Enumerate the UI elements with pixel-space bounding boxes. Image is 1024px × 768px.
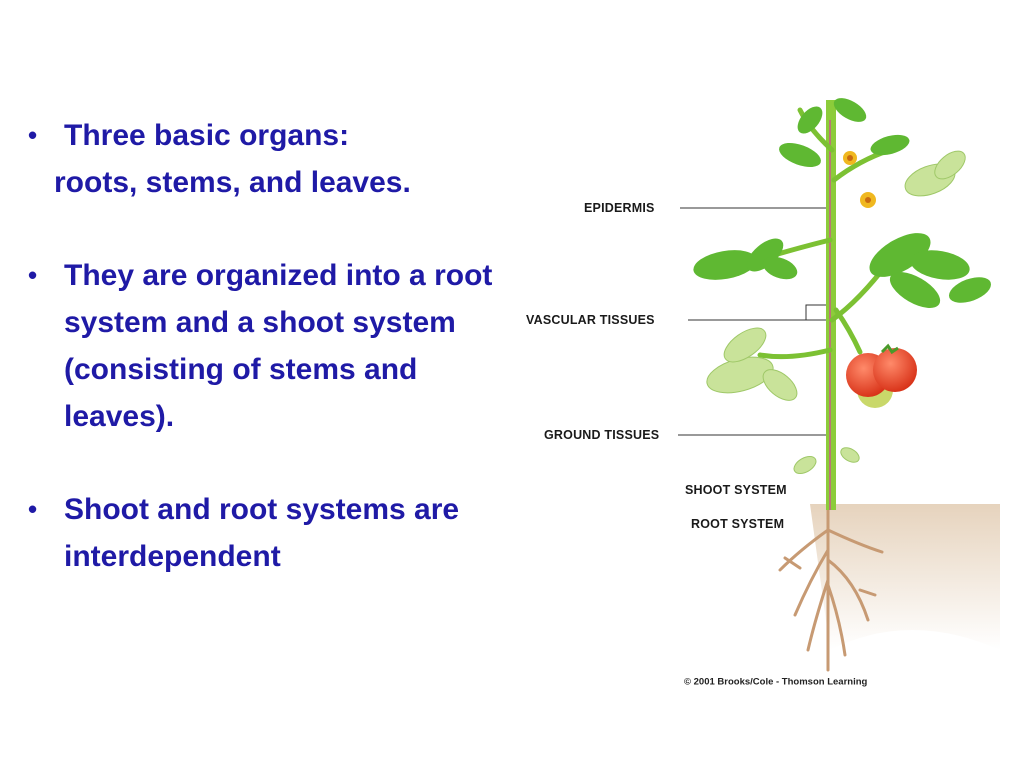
bullet-item: • Three basic organs:: [28, 112, 498, 159]
bullet-list: • Three basic organs: roots, stems, and …: [28, 112, 498, 580]
soil-area: [810, 504, 1000, 650]
label-ground-tissues: GROUND TISSUES: [544, 428, 660, 442]
plant-illustration: [678, 98, 1000, 672]
label-vascular-tissues: VASCULAR TISSUES: [526, 313, 655, 327]
green-leaves: [693, 98, 992, 308]
roots: [778, 508, 884, 672]
bullet-glyph: •: [28, 494, 38, 524]
figure-credit: © 2001 Brooks/Cole - Thomson Learning: [684, 676, 868, 688]
bullet-item: • They are organized into a root system …: [28, 252, 498, 440]
bullet-item: • Shoot and root systems are interdepend…: [28, 486, 498, 580]
flowers: [843, 151, 876, 208]
label-shoot-system: SHOOT SYSTEM: [685, 483, 787, 497]
bullet-text: They are organized into a root system an…: [64, 259, 493, 433]
bullet-text: Shoot and root systems are interdependen…: [64, 493, 460, 573]
tomatoes: [846, 343, 917, 408]
label-root-system: ROOT SYSTEM: [691, 517, 785, 531]
bullet-subtext: roots, stems, and leaves.: [54, 166, 411, 199]
bullet-glyph: •: [28, 260, 38, 290]
vascular-box: [805, 304, 829, 321]
label-epidermis: EPIDERMIS: [584, 201, 655, 215]
bullet-text: Three basic organs:: [64, 119, 350, 152]
pale-leaves: [706, 150, 966, 475]
bullet-glyph: •: [28, 120, 38, 150]
label-leaders: [678, 207, 829, 436]
plant-diagram: EPIDERMIS VASCULAR TISSUES GROUND TISSUE…: [510, 90, 1010, 700]
main-stem: [826, 100, 836, 510]
